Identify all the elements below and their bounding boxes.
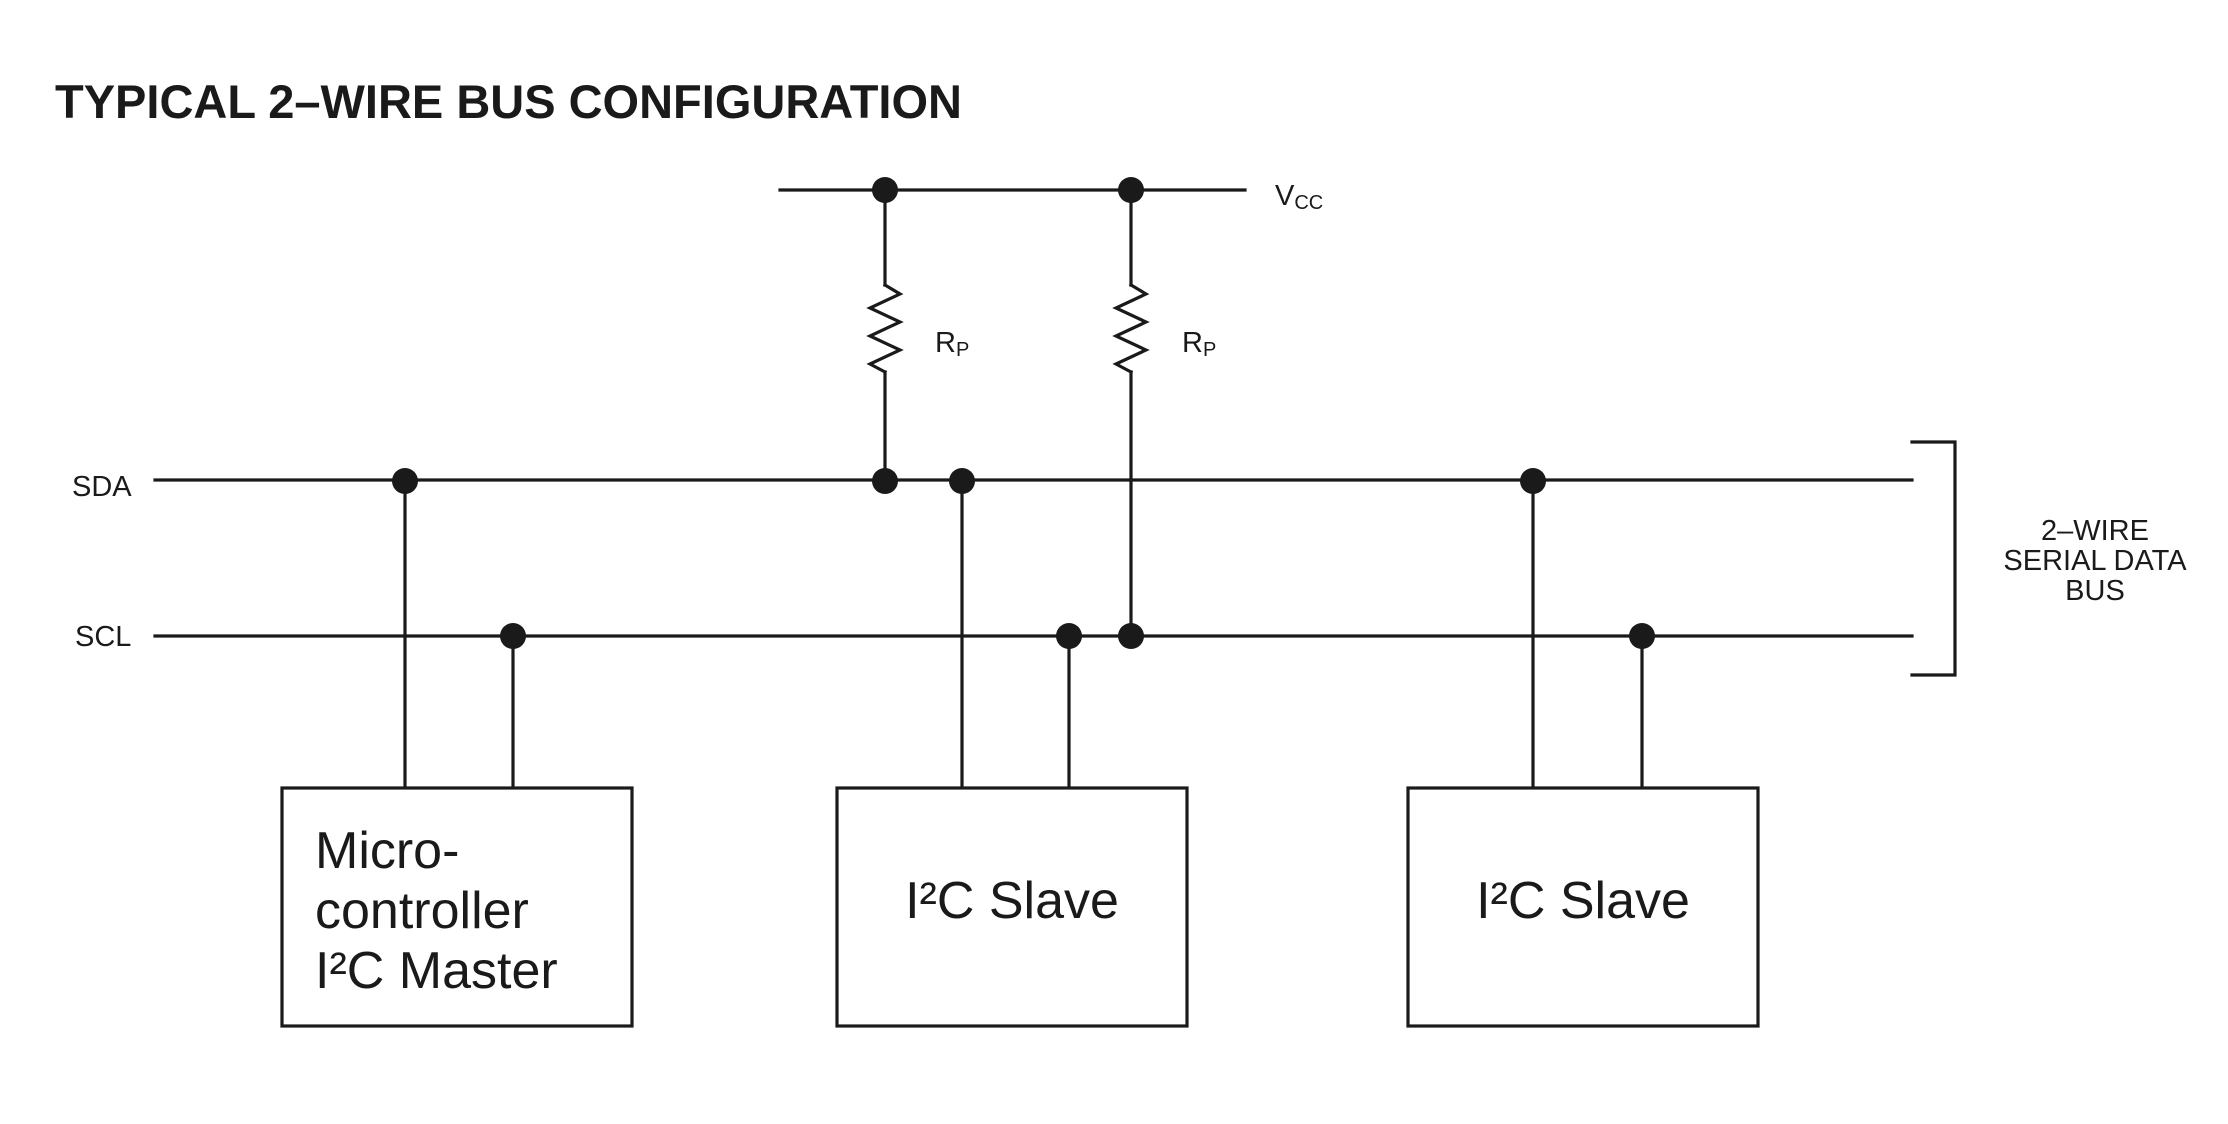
- junction-dot: [1629, 623, 1655, 649]
- master-label-line-2: controller: [315, 882, 529, 940]
- resistor-label-2-sub: P: [1203, 339, 1216, 361]
- pullup-resistor-sda: [866, 188, 904, 484]
- resistor-label-2-main: R: [1182, 327, 1203, 359]
- resistor-label-1-main: R: [935, 327, 956, 359]
- bus-label-line-2: SERIAL DATA: [2003, 545, 2187, 577]
- sda-label: SDA: [72, 471, 132, 503]
- junction-dot: [500, 623, 526, 649]
- vcc-label-sub: CC: [1294, 192, 1323, 214]
- junction-dot: [872, 177, 898, 203]
- junction-dot: [1520, 468, 1546, 494]
- junction-dot: [1056, 623, 1082, 649]
- bus-bracket: [1910, 440, 1957, 677]
- slave-2-label: I²C Slave: [1476, 872, 1690, 930]
- bus-label-line-1: 2–WIRE: [2041, 515, 2149, 547]
- scl-label: SCL: [75, 621, 131, 653]
- junction-dot: [949, 468, 975, 494]
- device-taps: [403, 478, 1644, 790]
- device-slave-2: I²C Slave: [1406, 786, 1760, 1028]
- slave-1-label: I²C Slave: [905, 872, 1119, 930]
- vcc-label-main: V: [1275, 180, 1295, 212]
- diagram-title: TYPICAL 2–WIRE BUS CONFIGURATION: [55, 75, 962, 128]
- junction-dot: [1118, 623, 1144, 649]
- device-slave-1: I²C Slave: [835, 786, 1189, 1028]
- resistor-label-2: RP: [1182, 327, 1216, 361]
- bus-label-line-3: BUS: [2065, 575, 2125, 607]
- vcc-label: VCC: [1275, 180, 1323, 214]
- master-label-line-1: Micro-: [315, 822, 459, 880]
- master-label-line-3: I²C Master: [315, 942, 558, 1000]
- resistor-label-1: RP: [935, 327, 969, 361]
- junction-dot: [1118, 177, 1144, 203]
- junction-dot: [872, 468, 898, 494]
- junction-dot: [392, 468, 418, 494]
- device-master: Micro- controller I²C Master: [280, 786, 634, 1028]
- pullup-resistor-scl: [1112, 188, 1150, 638]
- resistor-label-1-sub: P: [956, 339, 969, 361]
